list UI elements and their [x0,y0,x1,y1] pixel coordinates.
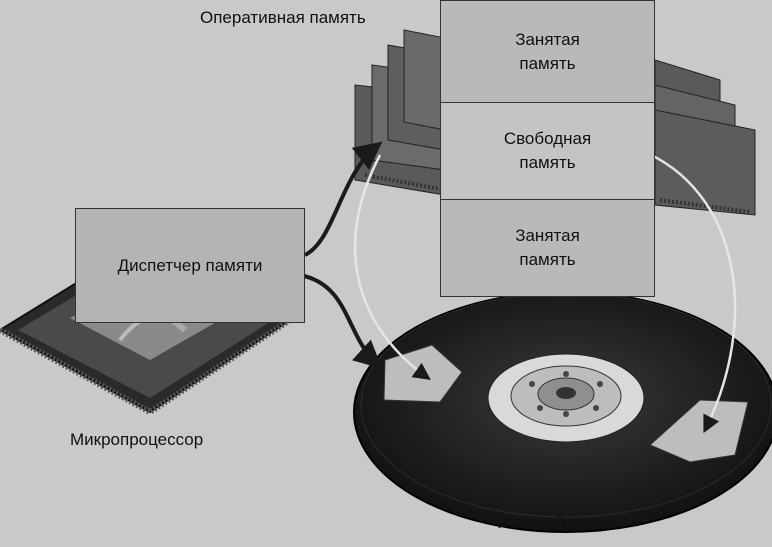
microprocessor-label: Микропроцессор [70,430,204,449]
memory-block-occupied-top: Занятая память [440,0,655,103]
arrow-manager-to-ram [303,141,383,257]
memory-manager-box: Диспетчер памяти [75,208,305,323]
memory-block-free: Свободная память [440,102,655,200]
arrow-ram-to-disk-left [353,154,431,381]
ram-label: Оперативная память [200,8,366,27]
arrow-manager-to-disk [299,273,383,369]
arrows [299,141,737,434]
hard-disk [353,291,772,533]
arrow-ram-to-disk-right [639,148,737,434]
hard-disk-label: Жесткий диск [498,513,606,532]
ram-modules [354,29,756,216]
memory-block-occupied-bottom: Занятая память [440,199,655,297]
